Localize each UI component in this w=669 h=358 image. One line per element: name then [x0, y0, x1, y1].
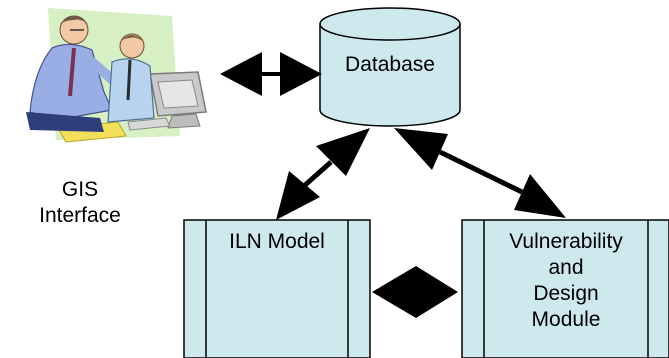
arrow-database-iln: [276, 128, 370, 220]
gis-label-line2: Interface: [39, 204, 121, 227]
vulnerability-line3: Design: [533, 282, 599, 305]
vulnerability-line1: Vulnerability: [509, 230, 623, 253]
database-label: Database: [345, 53, 435, 76]
iln-model-box: [183, 219, 371, 358]
vulnerability-line2: and: [548, 256, 584, 279]
gis-label-line1: GIS: [61, 178, 99, 201]
arrow-iln-vulnerability: [372, 266, 458, 318]
vulnerability-module-box: [461, 219, 669, 358]
arrow-gis-database: [220, 52, 322, 96]
vulnerability-line4: Module: [531, 308, 601, 331]
vulnerability-label: Vulnerability and Design Module: [484, 229, 648, 333]
database-cylinder: [319, 7, 461, 127]
gis-label: GIS Interface: [30, 177, 130, 229]
iln-model-label: ILN Model: [229, 230, 325, 253]
gis-illustration: [26, 8, 207, 143]
arrow-database-vulnerability: [394, 128, 566, 218]
